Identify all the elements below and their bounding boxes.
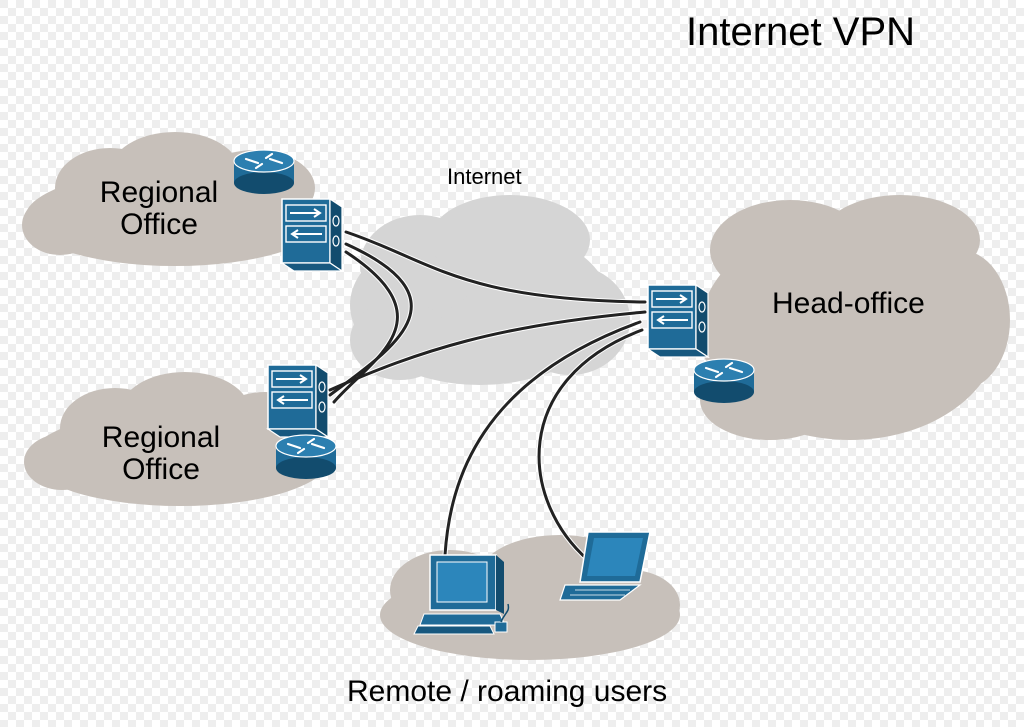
diagram-title: Internet VPN (686, 10, 916, 54)
vpn-tunnels (327, 229, 648, 563)
regional-office-cloud-top (22, 132, 325, 266)
vpn-firewall-icon (647, 284, 709, 358)
vpn-firewall-icon (267, 364, 329, 438)
regional-office-label-top: Regional Office (74, 177, 244, 241)
desktop-computer-icon (413, 554, 510, 635)
internet-cloud (350, 195, 630, 385)
router-icon (692, 357, 756, 405)
remote-users-label: Remote / roaming users (347, 675, 668, 708)
router-icon (274, 433, 338, 481)
head-office-cloud (700, 195, 1010, 440)
internet-label: Internet (447, 164, 522, 189)
regional-office-line2: Office (120, 208, 198, 241)
vpn-firewall-icon (281, 198, 343, 272)
regional-office-label-bottom: Regional Office (76, 422, 246, 486)
regional-office-line1: Regional (101, 421, 221, 454)
head-office-label: Head-office (772, 287, 925, 320)
regional-office-line1: Regional (99, 176, 219, 209)
regional-office-line2: Office (122, 453, 200, 486)
laptop-icon (559, 531, 651, 601)
regional-office-cloud-bottom (24, 372, 330, 506)
